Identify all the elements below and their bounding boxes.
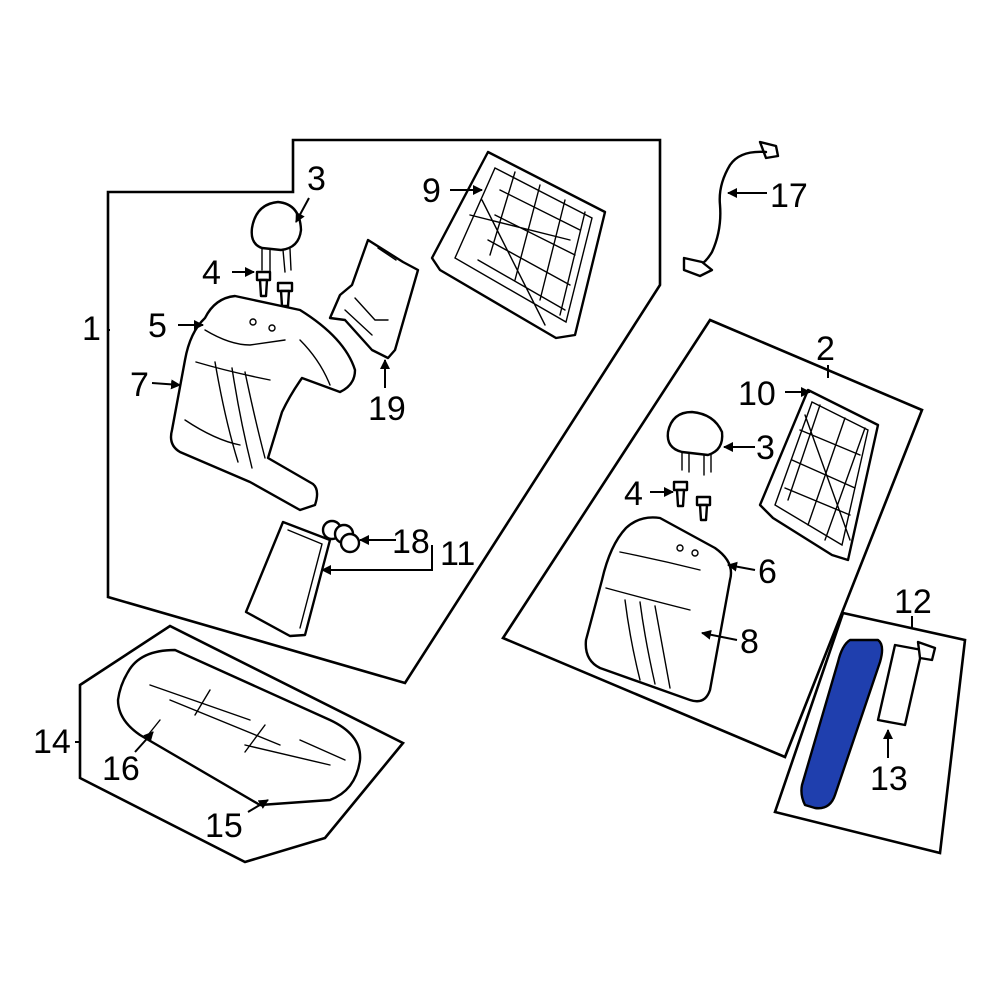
callout-17: 17 [770,177,808,215]
callout-3-left: 3 [307,160,326,198]
callout-7: 7 [130,366,149,404]
callout-9: 9 [422,172,441,210]
callout-8: 8 [740,623,759,661]
bolts-right [672,480,712,522]
callout-19: 19 [368,390,406,428]
side-bolster-11 [244,520,332,638]
callout-4-right: 4 [624,475,643,513]
headrest-left [250,200,303,273]
seatback-right [584,516,733,703]
group-box-2 [501,318,924,759]
callout-2: 2 [816,330,835,368]
callout-15: 15 [205,807,243,845]
callout-6: 6 [758,553,777,591]
leaders [75,185,913,813]
callout-14: 14 [33,723,71,761]
callout-18: 18 [392,523,430,561]
frame-10 [758,388,880,562]
bracket-19 [328,238,420,360]
frame-9 [430,150,607,340]
callout-12: 12 [894,583,932,621]
bracket-13 [876,640,937,727]
callout-3-right: 3 [756,429,775,467]
callout-5: 5 [148,307,167,345]
group-box-1 [106,138,662,685]
side-bolster-13-highlighted [800,638,884,810]
bolts-left [255,270,294,308]
seat-cushion-15 [116,648,362,807]
wire-harness-17 [682,140,780,278]
clips-18 [321,519,361,554]
group-box-14 [78,624,406,864]
callout-16: 16 [102,750,140,788]
group-box-12 [773,611,967,855]
callout-1: 1 [82,310,101,348]
callout-10: 10 [738,375,776,413]
headrest-right [666,410,724,476]
callout-4-left: 4 [202,254,221,292]
seatback-left [169,294,357,512]
callout-11: 11 [440,535,475,573]
callout-13: 13 [870,760,908,798]
